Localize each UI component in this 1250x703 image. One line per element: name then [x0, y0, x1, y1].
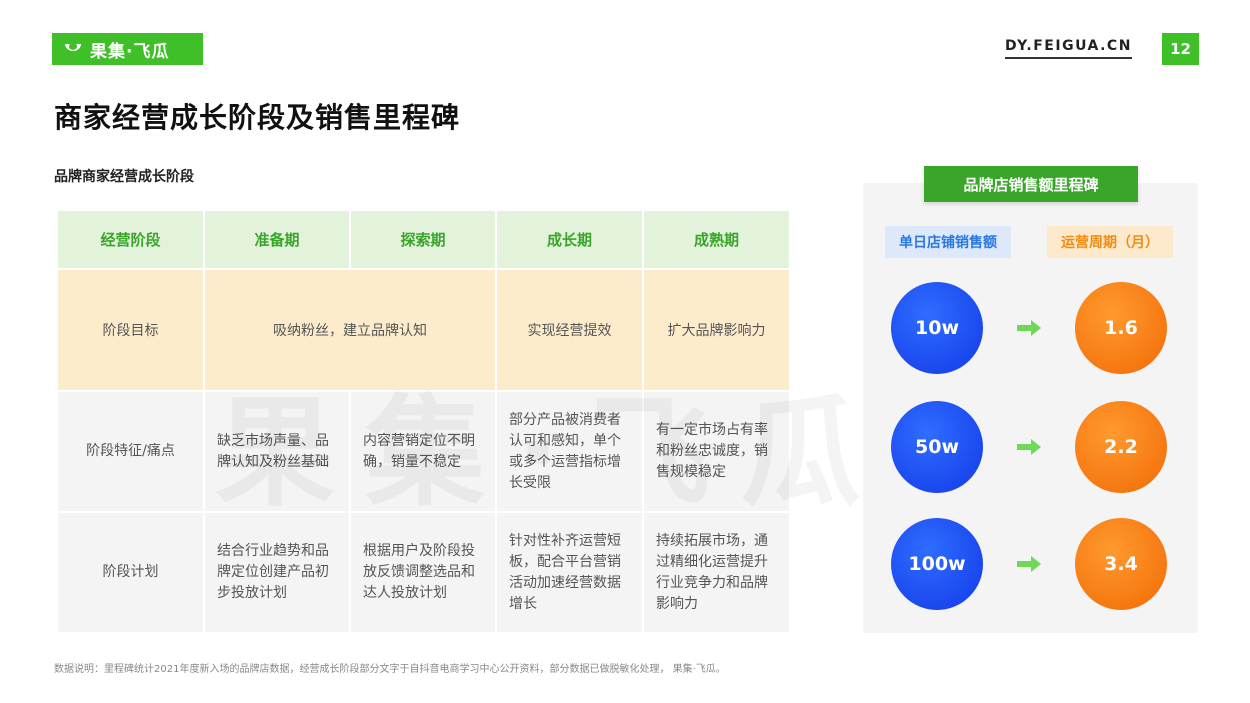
arrow-right-icon [1017, 556, 1041, 572]
cell-pain-mature: 有一定市场占有率和粉丝忠诚度，销售规模稳定 [642, 390, 791, 513]
table-row-pain: 阶段特征/痛点 缺乏市场声量、品牌认知及粉丝基础 内容营销定位不明确，销量不稳定… [56, 390, 791, 513]
header-stage: 经营阶段 [56, 209, 205, 270]
header-mature: 成熟期 [642, 209, 791, 270]
cell-goal-growth: 实现经营提效 [495, 268, 644, 392]
table-row-goal: 阶段目标 吸纳粉丝，建立品牌认知 实现经营提效 扩大品牌影响力 [56, 268, 791, 392]
cell-plan-mature: 持续拓展市场，通过精细化运营提升行业竞争力和品牌影响力 [642, 511, 791, 634]
page-title: 商家经营成长阶段及销售里程碑 [54, 101, 461, 134]
table-header-row: 经营阶段 准备期 探索期 成长期 成熟期 [56, 209, 791, 270]
sales-circle-2: 50w [891, 401, 983, 493]
cell-goal-mature: 扩大品牌影响力 [642, 268, 791, 392]
arrow-right-icon [1017, 439, 1041, 455]
sales-circle-1: 10w [891, 282, 983, 374]
row-label-pain: 阶段特征/痛点 [56, 390, 205, 513]
row-label-goal: 阶段目标 [56, 268, 205, 392]
milestone-title: 品牌店销售额里程碑 [924, 166, 1138, 202]
cell-pain-prep: 缺乏市场声量、品牌认知及粉丝基础 [203, 390, 351, 513]
cell-pain-growth: 部分产品被消费者认可和感知，单个或多个运营指标增长受限 [495, 390, 644, 513]
cell-goal-prep-explore: 吸纳粉丝，建立品牌认知 [203, 268, 497, 392]
cell-pain-explore: 内容营销定位不明确，销量不稳定 [349, 390, 497, 513]
months-circle-1: 1.6 [1075, 282, 1167, 374]
milestone-col-months: 运营周期（月） [1047, 226, 1173, 258]
row-label-plan: 阶段计划 [56, 511, 205, 634]
table-row-plan: 阶段计划 结合行业趋势和品牌定位创建产品初步投放计划 根据用户及阶段投放反馈调整… [56, 511, 791, 634]
page-number: 12 [1162, 33, 1199, 65]
header-prep: 准备期 [203, 209, 351, 270]
milestone-col-sales: 单日店铺销售额 [885, 226, 1011, 258]
brand-logo-icon [65, 44, 81, 51]
cell-plan-explore: 根据用户及阶段投放反馈调整选品和达人投放计划 [349, 511, 497, 634]
sales-circle-3: 100w [891, 518, 983, 610]
site-url: DY.FEIGUA.CN [1005, 38, 1132, 59]
brand-name: 果集·飞瓜 [90, 41, 170, 62]
stage-table: 经营阶段 准备期 探索期 成长期 成熟期 阶段目标 吸纳粉丝，建立品牌认知 实现… [56, 209, 791, 634]
header-growth: 成长期 [495, 209, 644, 270]
arrow-right-icon [1017, 320, 1041, 336]
table-subtitle: 品牌商家经营成长阶段 [54, 169, 194, 185]
months-circle-3: 3.4 [1075, 518, 1167, 610]
brand-logo: 果集·飞瓜 [52, 33, 203, 65]
header-explore: 探索期 [349, 209, 497, 270]
cell-plan-growth: 针对性补齐运营短板，配合平台营销活动加速经营数据增长 [495, 511, 644, 634]
months-circle-2: 2.2 [1075, 401, 1167, 493]
footnote: 数据说明：里程碑统计2021年度新入场的品牌店数据，经营成长阶段部分文字于自抖音… [54, 664, 726, 675]
cell-plan-prep: 结合行业趋势和品牌定位创建产品初步投放计划 [203, 511, 351, 634]
